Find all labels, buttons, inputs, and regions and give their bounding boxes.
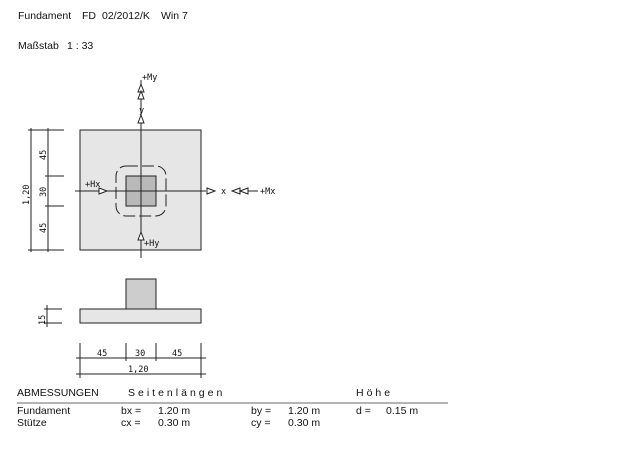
dim-b-elev: 30 [135, 349, 145, 359]
row-key: cx = [121, 417, 141, 429]
dim-height: 15 [38, 315, 48, 325]
row-value: 0.15 m [386, 405, 419, 417]
dim-a-elev: 45 [97, 349, 107, 359]
scale-value: 1 : 33 [67, 40, 94, 52]
row-value: 1.20 m [158, 405, 191, 417]
col-side-lengths: Seitenlängen [128, 387, 226, 399]
row-key: by = [251, 405, 272, 417]
row-key: cy = [251, 417, 271, 429]
elevation-view [44, 278, 206, 378]
dim-a-plan: 45 [39, 150, 49, 160]
label-mx: +Mx [260, 187, 275, 197]
code: FD [82, 10, 96, 22]
table-heading: ABMESSUNGEN [17, 387, 99, 399]
reference: 02/2012/K [102, 10, 150, 22]
dim-c-plan: 45 [39, 223, 49, 233]
row-value: 1.20 m [288, 405, 321, 417]
footing-elevation [79, 308, 202, 324]
row-key: bx = [121, 405, 142, 417]
column-elevation [125, 278, 157, 310]
row-key: d = [356, 405, 371, 417]
dim-total-elev: 1,20 [128, 365, 148, 375]
scale-label: Maßstab [18, 40, 59, 52]
plan-view [28, 80, 258, 258]
dim-total-plan: 1,20 [22, 185, 32, 205]
dim-c-elev: 45 [172, 349, 182, 359]
label-x: x [221, 187, 226, 197]
label-my: +My [142, 73, 157, 83]
dim-b-plan: 30 [39, 187, 49, 197]
row-value: 0.30 m [288, 417, 321, 429]
label-y: y [139, 106, 144, 116]
row-value: 0.30 m [158, 417, 191, 429]
row-name: Fundament [17, 405, 71, 417]
version: Win 7 [161, 10, 188, 22]
row-name: Stütze [17, 417, 47, 429]
label-hy: +Hy [144, 239, 159, 249]
title: Fundament [18, 10, 72, 22]
col-height: Höhe [356, 387, 394, 399]
label-hx: +Hx [85, 180, 100, 190]
